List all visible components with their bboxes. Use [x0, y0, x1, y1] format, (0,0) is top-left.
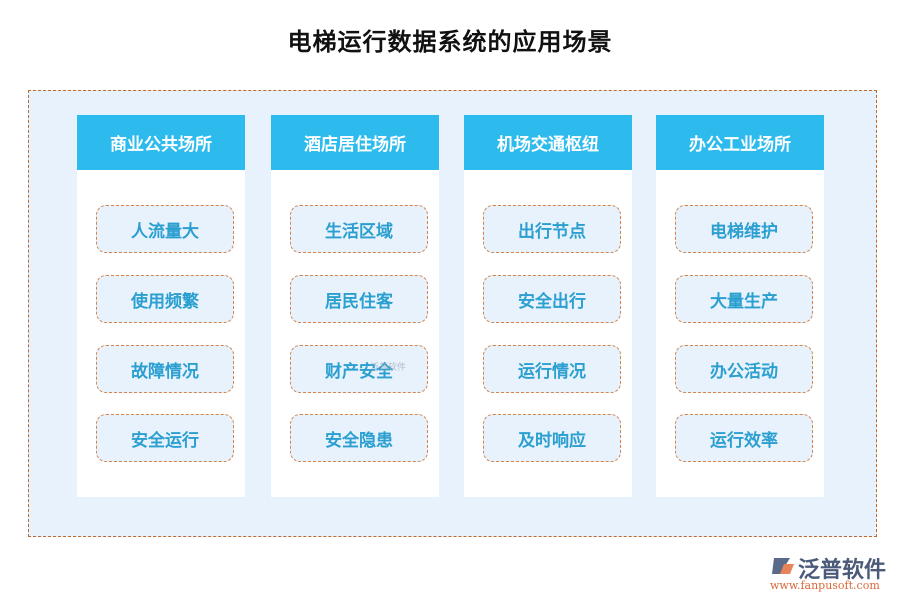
watermark: 泛普软件 [370, 363, 407, 373]
column-header: 商业公共场所 [77, 115, 245, 170]
diagram-title: 电梯运行数据系统的应用场景 [287, 28, 613, 56]
scenario-item: 财产安全 [290, 345, 428, 393]
column-header: 办公工业场所 [656, 115, 824, 170]
logo-name: 泛普软件 [798, 558, 887, 583]
column-airport: 机场交通枢纽 出行节点 安全出行 运行情况 及时响应 [464, 115, 632, 497]
logo-mark-icon [772, 558, 794, 574]
scenario-item: 办公活动 [675, 345, 813, 393]
brand-logo: 泛普软件 www.fanpusoft.com [768, 552, 898, 596]
column-hotel: 酒店居住场所 生活区域 居民住客 财产安全 安全隐患 [271, 115, 439, 497]
scenario-item: 及时响应 [483, 414, 621, 462]
scenario-item: 运行情况 [483, 345, 621, 393]
scenario-item: 电梯维护 [675, 205, 813, 253]
scenario-item: 安全隐患 [290, 414, 428, 462]
scenario-item: 使用频繁 [96, 275, 234, 323]
logo-url: www.fanpusoft.com [770, 579, 880, 592]
column-header: 酒店居住场所 [271, 115, 439, 170]
column-commercial: 商业公共场所 人流量大 使用频繁 故障情况 安全运行 [77, 115, 245, 497]
scenario-item: 出行节点 [483, 205, 621, 253]
scenario-item: 人流量大 [96, 205, 234, 253]
scenario-item: 安全出行 [483, 275, 621, 323]
column-office: 办公工业场所 电梯维护 大量生产 办公活动 运行效率 [656, 115, 824, 497]
scenario-item: 生活区域 [290, 205, 428, 253]
column-header: 机场交通枢纽 [464, 115, 632, 170]
scenario-item: 安全运行 [96, 414, 234, 462]
scenario-item: 居民住客 [290, 275, 428, 323]
scenario-item: 故障情况 [96, 345, 234, 393]
scenario-item: 大量生产 [675, 275, 813, 323]
scenario-item: 运行效率 [675, 414, 813, 462]
